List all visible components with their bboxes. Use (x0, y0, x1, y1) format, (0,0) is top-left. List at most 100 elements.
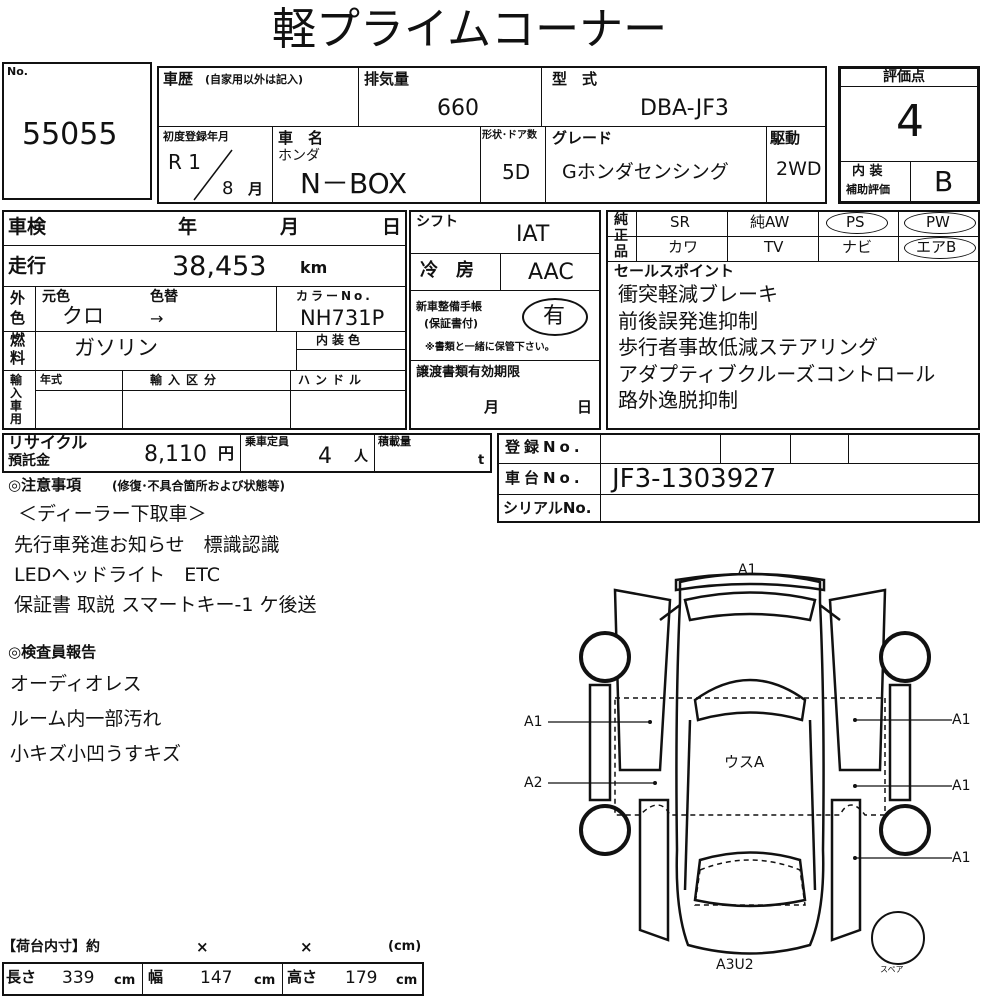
interior-value: B (934, 165, 954, 198)
capacity-label: 乗車定員 (245, 435, 289, 448)
model-label: 型 式 (552, 70, 598, 88)
options-label: 純正品 (614, 212, 628, 260)
cargo-width: 147 (200, 968, 233, 988)
displacement-value: 660 (437, 96, 479, 121)
cargo-x2: × (300, 938, 313, 956)
vehicle-info-center (409, 210, 601, 430)
lot-no-label: No. (7, 65, 28, 78)
recycle-label-1: リサイクル (8, 433, 88, 452)
option-navi: ナビ (842, 238, 873, 256)
doors-label: 形状･ドア数 (482, 130, 537, 141)
cargo-width-label: 幅 (148, 968, 164, 986)
cargo-cm: cm (396, 973, 418, 988)
option-pw-circle (904, 212, 976, 234)
vehicle-info-left (2, 210, 407, 430)
inspector-label: ◎検査員報告 (8, 643, 97, 661)
diagram-rear-label: A3U2 (716, 957, 754, 973)
transfer-month: 月 (484, 398, 500, 416)
history-label: 車歴 (163, 70, 194, 88)
score-label: 評価点 (883, 69, 925, 85)
displacement-label: 排気量 (364, 70, 410, 88)
page-title: 軽プライムコーナー (272, 4, 668, 55)
chassis-value: JF3-1303927 (612, 464, 777, 494)
option-tv: TV (764, 238, 784, 256)
selling-label: セールスポイント (614, 262, 735, 280)
selling-point: 衝突軽減ブレーキ (618, 282, 778, 306)
recycle-row (2, 433, 492, 473)
capacity-value: 4 (318, 444, 332, 469)
drive-value: 2WD (776, 158, 822, 180)
drive-label: 駆動 (770, 129, 801, 147)
diagram-right-label: A1 (952, 712, 971, 728)
inspection-month: 月 (280, 216, 300, 238)
manual-label-2: (保証書付) (424, 317, 479, 330)
change-color-label: 色替 (150, 289, 178, 305)
manual-value: 有 (543, 304, 566, 329)
interior-color-label: 内装色 (316, 333, 365, 347)
reg-no-label: 登録No. (505, 438, 584, 456)
cargo-height-label: 高さ (287, 968, 318, 986)
option-pw: PW (926, 213, 950, 231)
capacity-unit: 人 (354, 449, 368, 465)
transfer-label: 譲渡書類有効期限 (416, 365, 521, 380)
import-label: 輸入車用 (10, 373, 23, 426)
selling-point: アダプティブクルーズコントロール (618, 362, 936, 386)
inspection-year: 年 (178, 216, 198, 238)
cargo-label: 【荷台内寸】約 (2, 939, 100, 955)
first-reg-month-unit: 月 (248, 180, 264, 198)
option-airbag-circle (904, 237, 976, 259)
diagram-spare-label: スペア (880, 965, 904, 974)
note-line: ＜ディーラー下取車＞ (18, 503, 207, 525)
diagram-center-label: ウスA (724, 753, 765, 771)
cargo-length-label: 長さ (6, 968, 37, 986)
score-box (838, 66, 980, 204)
load-label: 積載量 (378, 435, 411, 448)
first-reg-era: R 1 (168, 150, 201, 174)
note-line: 先行車発進お知らせ 標識認識 (14, 534, 280, 556)
option-sr: SR (670, 213, 690, 231)
grade-label: グレード (552, 129, 613, 147)
option-aw: 純AW (750, 213, 790, 231)
interior-label-1: 内 装 (852, 164, 883, 179)
recycle-unit: 円 (218, 444, 235, 463)
registration-box (497, 433, 980, 523)
car-name: N－BOX (300, 167, 408, 200)
fuel-label-2: 料 (10, 349, 26, 367)
selling-point: 路外逸脱抑制 (618, 388, 738, 412)
load-unit: t (478, 453, 485, 468)
interior-label-2: 補助評価 (846, 183, 890, 196)
option-ps-circle (826, 212, 888, 234)
notes-sub: (修復･不具合箇所および状態等) (112, 479, 285, 493)
diagram-right-label: A1 (952, 850, 971, 866)
shift-value: IAT (516, 222, 550, 247)
vehicle-info-top (157, 66, 827, 204)
car-name-label: 車 名 (278, 129, 324, 147)
orig-color-label: 元色 (42, 289, 70, 305)
diagram-right-label: A1 (952, 778, 971, 794)
cargo-height: 179 (345, 968, 378, 988)
selling-point: 歩行者事故低減ステアリング (618, 335, 878, 359)
ac-value: AAC (528, 260, 574, 285)
car-maker: ホンダ (278, 148, 320, 164)
manual-note: ※書類と一緒に保管下さい。 (425, 342, 555, 353)
selling-point: 前後誤発進抑制 (618, 309, 758, 333)
inspection-day: 日 (382, 216, 402, 238)
outer-color-label-1: 外 (10, 289, 26, 307)
option-ps: PS (846, 213, 865, 231)
import-handle-label: ハンドル (298, 373, 367, 387)
first-reg-month: 8 (222, 178, 234, 199)
cargo-cm: cm (254, 973, 276, 988)
manual-label-1: 新車整備手帳 (416, 300, 482, 313)
manual-circle (522, 298, 588, 336)
car-damage-diagram (548, 572, 952, 965)
inspection-label: 車検 (8, 216, 47, 238)
inspector-line: オーディオレス (10, 673, 142, 695)
note-line: 保証書 取説 スマートキー-1 ケ後送 (14, 594, 317, 616)
fuel-label-1: 燃 (10, 331, 26, 349)
first-reg-label: 初度登録年月 (163, 130, 229, 143)
history-note: (自家用以外は記入) (205, 73, 304, 86)
cargo-length: 339 (62, 968, 95, 988)
option-airbag: エアB (916, 238, 957, 256)
diagram-left-label: A1 (524, 714, 543, 730)
score-value: 4 (896, 96, 924, 147)
